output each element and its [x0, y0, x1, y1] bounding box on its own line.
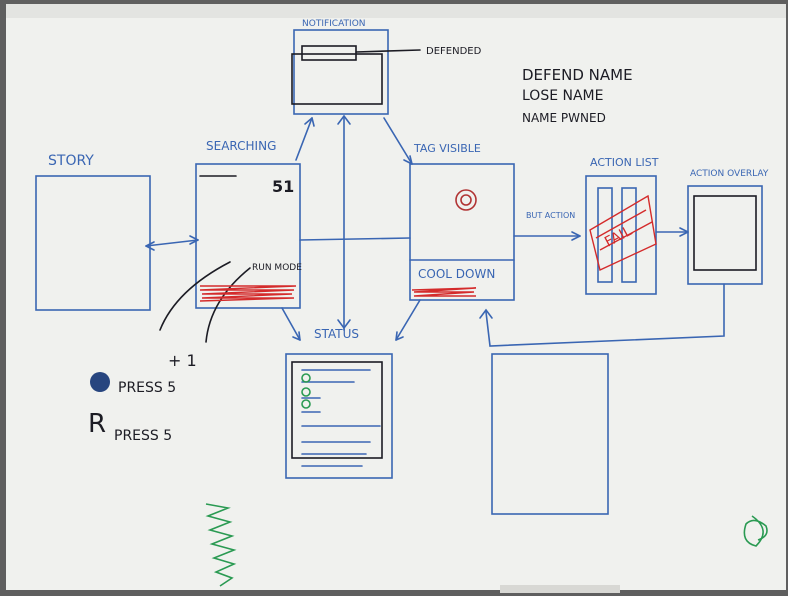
label-action-overlay: ACTION OVERLAY	[690, 169, 769, 179]
label-story: STORY	[48, 153, 94, 169]
note-r-glyph: R	[88, 409, 106, 439]
whiteboard-surface	[6, 4, 786, 590]
note-lose-name: LOSE NAME	[522, 88, 603, 104]
label-cooldown: COOL DOWN	[418, 267, 495, 281]
note-press-o: PRESS 5	[118, 380, 176, 396]
label-status: STATUS	[314, 327, 359, 341]
label-notification: NOTIFICATION	[302, 19, 366, 29]
label-but-action: BUT ACTION	[526, 211, 575, 220]
note-name-pwned: NAME PWNED	[522, 111, 606, 125]
label-action-list: ACTION LIST	[590, 156, 659, 169]
board-frame-top	[6, 4, 786, 18]
label-defended: DEFENDED	[426, 46, 482, 57]
label-tag-visible: TAG VISIBLE	[413, 142, 481, 155]
marker-tray	[500, 585, 620, 593]
note-plus-one: + 1	[168, 351, 197, 370]
run-mode-note: RUN MODE	[252, 263, 302, 273]
label-searching: SEARCHING	[206, 139, 276, 153]
note-defend-name: DEFEND NAME	[522, 66, 633, 84]
scribbled-dot	[90, 372, 110, 392]
note-press-r: PRESS 5	[114, 428, 172, 444]
search-counter: 51	[272, 177, 294, 196]
